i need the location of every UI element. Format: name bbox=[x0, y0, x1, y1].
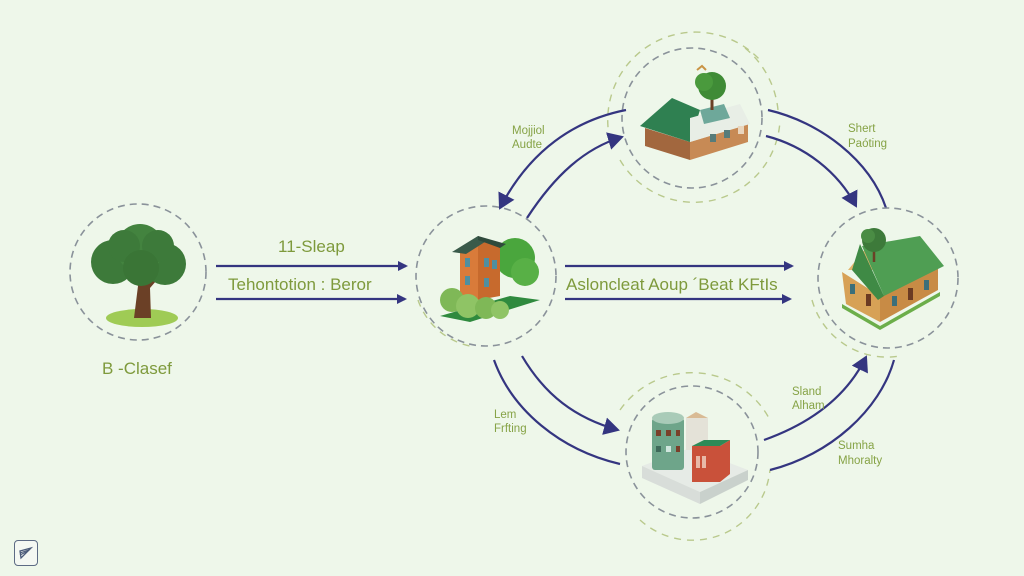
edge-bottom-to-right bbox=[763, 355, 868, 442]
edge-label-top-left: Mojjiol Audte bbox=[512, 125, 548, 151]
bottom-node-ring bbox=[625, 385, 759, 519]
source-node[interactable]: B -Clasef bbox=[69, 203, 207, 378]
edge-bottom-to-right-outer bbox=[769, 359, 896, 472]
house-with-tree-icon bbox=[640, 64, 750, 160]
edit-button[interactable] bbox=[14, 540, 38, 566]
edge-label-11-sleap: 11-Sleap bbox=[278, 237, 345, 256]
bottom-outer-arc-bottom bbox=[639, 469, 771, 541]
bottom-node[interactable] bbox=[619, 371, 771, 541]
top-outer-arc-bottom bbox=[619, 119, 781, 203]
edge-top-to-right-outer bbox=[767, 108, 888, 209]
edge-label-hub-to-right: Asloncleat Aoup ´Beat KFtIs bbox=[566, 275, 778, 294]
source-node-ring bbox=[69, 203, 207, 341]
edge-hub-to-top bbox=[526, 132, 624, 219]
edge-label-bottom-right-outer: Sumha Mhoralty bbox=[838, 440, 882, 467]
top-node-ring bbox=[621, 47, 763, 189]
edit-pen-icon bbox=[19, 546, 34, 560]
cottage-icon bbox=[842, 228, 944, 330]
top-node[interactable] bbox=[607, 31, 781, 203]
edge-label-bottom-right-inner: Sland Alham bbox=[792, 386, 825, 412]
right-outer-arc bbox=[811, 299, 901, 358]
top-outer-arc-left bbox=[607, 31, 761, 141]
industrial-buildings-icon bbox=[642, 412, 748, 504]
townhouse-icon bbox=[440, 236, 540, 322]
hub-node-ring bbox=[415, 205, 557, 347]
tree-icon bbox=[91, 224, 186, 327]
edge-hub-to-bottom bbox=[521, 355, 620, 435]
edge-label-bottom-left: Lem Frfting bbox=[494, 409, 527, 435]
source-node-label: B -Clasef bbox=[102, 359, 172, 378]
edge-label-tehontotion: Tehontotion : Beror bbox=[228, 275, 372, 294]
edge-label-top-right: Shert Paóting bbox=[848, 123, 887, 150]
edge-top-to-right bbox=[765, 134, 858, 208]
edge-top-to-hub bbox=[498, 108, 627, 210]
right-node-ring bbox=[817, 207, 959, 349]
hub-node[interactable] bbox=[415, 205, 557, 347]
edge-hub-to-bottom-outer bbox=[492, 359, 621, 466]
right-node[interactable] bbox=[811, 207, 959, 358]
